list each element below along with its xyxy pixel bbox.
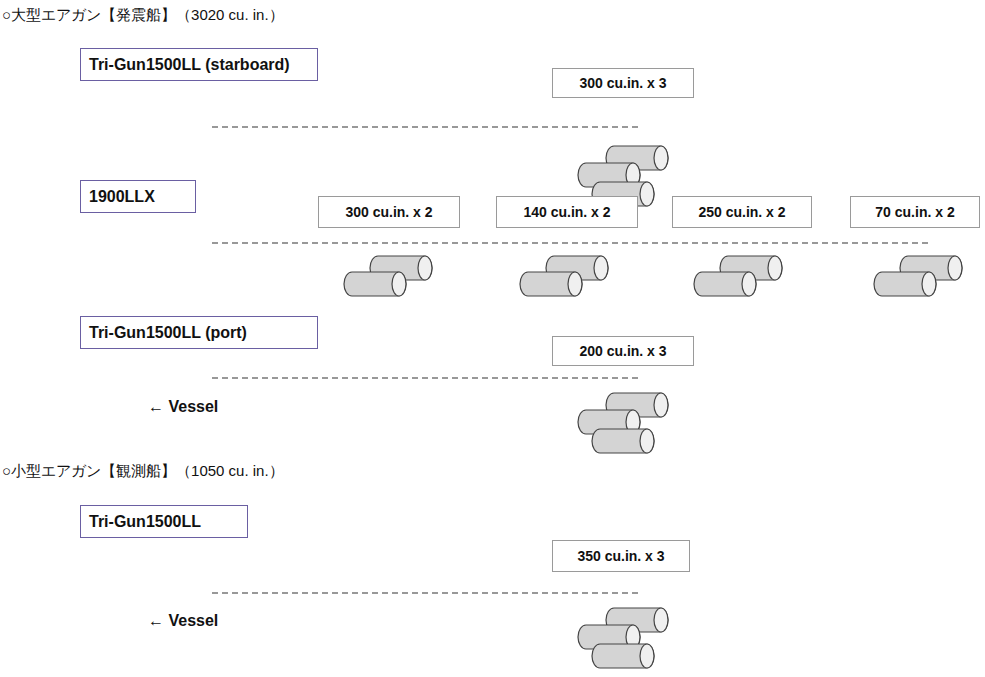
- volume-box: 350 cu.in. x 3: [552, 540, 690, 572]
- gun-type-box: Tri-Gun1500LL (port): [80, 316, 318, 349]
- section-heading: ○大型エアガン【発震船】（3020 cu. in.）: [2, 6, 284, 25]
- gun-string-line: [212, 126, 640, 127]
- airgun-cylinder: [694, 272, 756, 296]
- box-text: Tri-Gun1500LL (port): [89, 324, 247, 342]
- volume-box: 300 cu.in. x 3: [552, 68, 694, 98]
- airgun-cylinder: [344, 272, 406, 296]
- box-text: 350 cu.in. x 3: [577, 548, 664, 564]
- vessel-direction: ← Vessel: [148, 398, 218, 416]
- box-text: 200 cu.in. x 3: [579, 343, 666, 359]
- volume-box: 300 cu.in. x 2: [318, 196, 460, 228]
- volume-box: 250 cu.in. x 2: [672, 196, 812, 228]
- volume-box: 200 cu.in. x 3: [552, 336, 694, 366]
- box-text: 70 cu.in. x 2: [875, 204, 954, 220]
- gun-string-line: [212, 592, 640, 593]
- box-text: 250 cu.in. x 2: [698, 204, 785, 220]
- vessel-direction: ← Vessel: [148, 612, 218, 630]
- box-text: Tri-Gun1500LL: [89, 513, 201, 531]
- airgun-cylinder: [592, 644, 654, 668]
- volume-box: 140 cu.in. x 2: [496, 196, 638, 228]
- gun-type-box: Tri-Gun1500LL (starboard): [80, 48, 318, 81]
- gun-string-line: [212, 377, 640, 378]
- gun-type-box: Tri-Gun1500LL: [80, 505, 248, 538]
- volume-box: 70 cu.in. x 2: [850, 196, 980, 228]
- box-text: 300 cu.in. x 3: [579, 75, 666, 91]
- section-heading: ○小型エアガン【観測船】（1050 cu. in.）: [2, 462, 284, 481]
- airgun-cylinder: [874, 272, 936, 296]
- box-text: 300 cu.in. x 2: [345, 204, 432, 220]
- gun-string-line: [212, 242, 928, 243]
- gun-type-box: 1900LLX: [80, 180, 196, 213]
- box-text: Tri-Gun1500LL (starboard): [89, 56, 290, 74]
- airgun-cylinder: [520, 272, 582, 296]
- airgun-cylinder: [592, 429, 654, 453]
- box-text: 1900LLX: [89, 188, 155, 206]
- box-text: 140 cu.in. x 2: [523, 204, 610, 220]
